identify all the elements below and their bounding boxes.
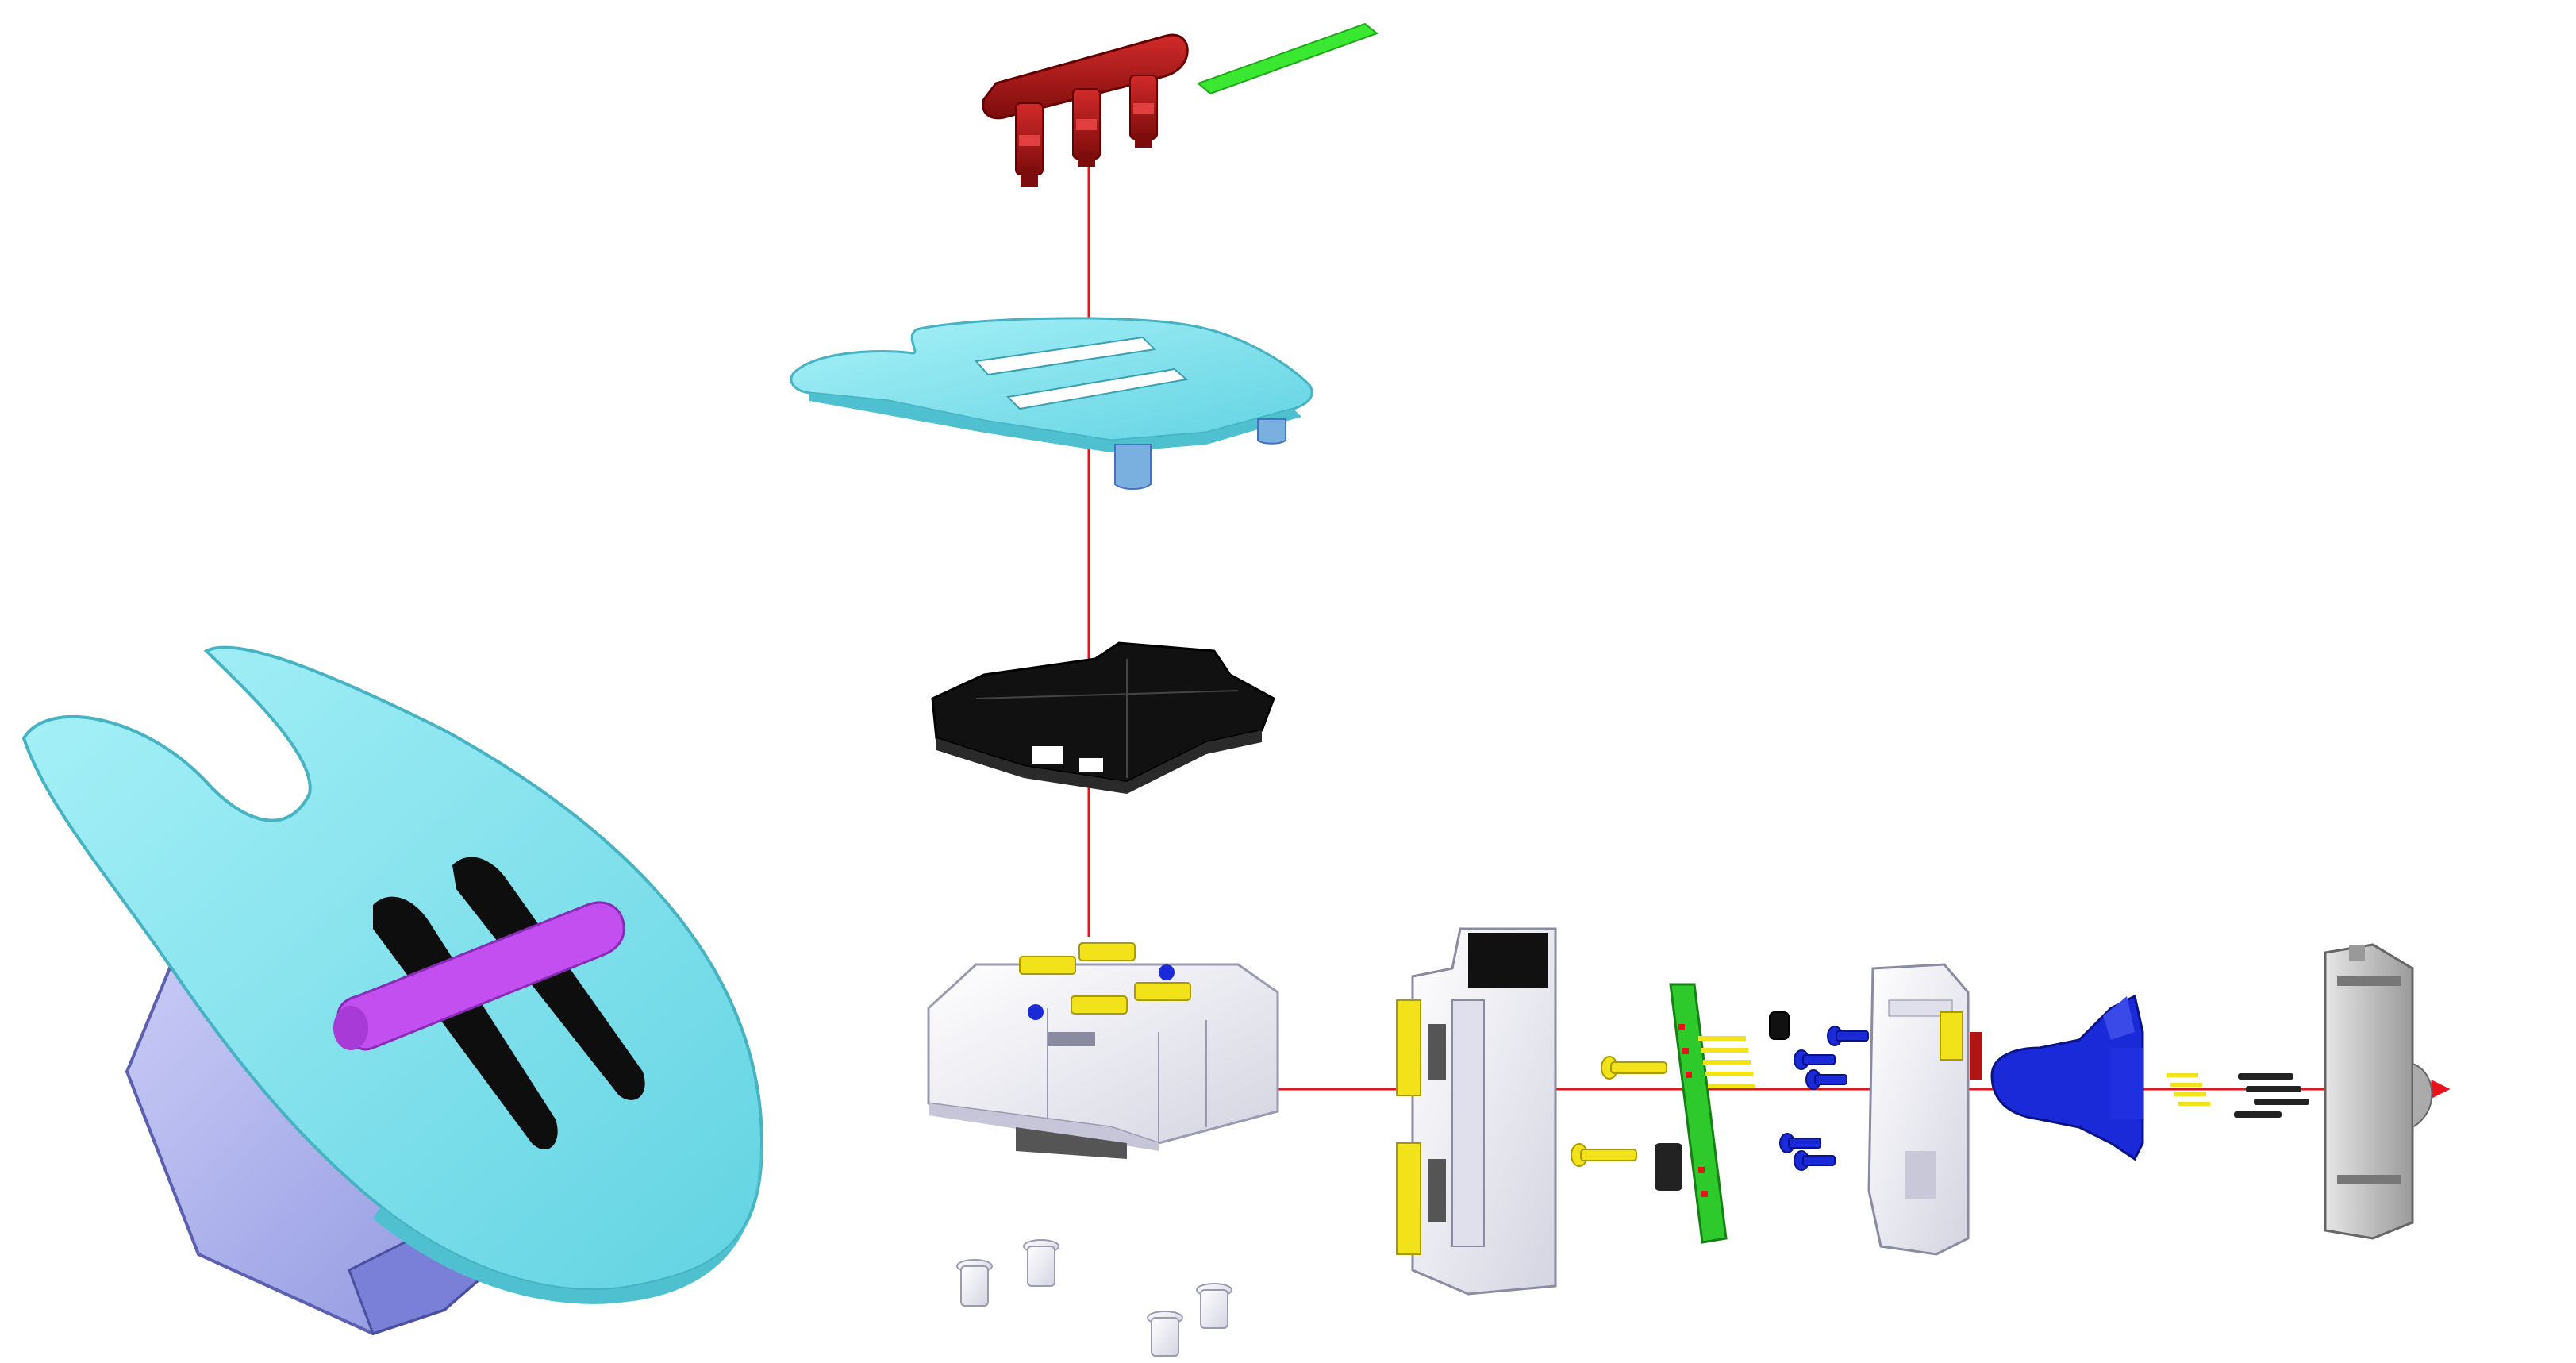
yellow-tab — [1019, 956, 1076, 975]
yellow-pins — [2167, 1073, 2210, 1106]
blue-bit — [1159, 964, 1175, 980]
rivets — [956, 1239, 1232, 1357]
terminal-yellow — [1940, 1011, 1963, 1061]
blue-screw — [1794, 1049, 1836, 1070]
plate-slot — [975, 336, 1157, 376]
yellow-tab — [1078, 942, 1136, 961]
yellow-screw — [1571, 1143, 1637, 1167]
slider-knob — [336, 901, 625, 1051]
assembled-switch — [21, 645, 764, 1336]
blue-screws — [1769, 1011, 1869, 1171]
rivet — [1196, 1283, 1232, 1329]
terminal-red-tab — [1970, 1032, 1982, 1080]
frame-notch — [1032, 746, 1063, 764]
cover-slot — [452, 857, 645, 1100]
yellow-screws — [1571, 1056, 1667, 1167]
pcb-component — [1655, 1143, 1682, 1191]
plate-peg — [1257, 418, 1286, 445]
yellow-screw — [1601, 1056, 1667, 1080]
blue-bit — [1028, 1004, 1044, 1020]
slider-knob-end — [333, 1006, 368, 1050]
blue-screw — [1779, 1133, 1821, 1153]
cover-edge — [373, 1143, 762, 1304]
switch-block — [927, 942, 1279, 1159]
yellow-side-clip — [1396, 999, 1421, 1096]
pcb — [1655, 983, 1755, 1244]
black-contacts — [2234, 1073, 2309, 1118]
green-light-guide — [1197, 22, 1379, 95]
cover-slot — [373, 896, 558, 1150]
red-keycap — [982, 33, 1189, 187]
pcb-leds — [1678, 1024, 1708, 1197]
frame-notch — [1079, 758, 1103, 772]
blue-screw — [1805, 1069, 1847, 1090]
rivet — [956, 1259, 993, 1307]
keycap-post — [1072, 88, 1101, 167]
yellow-tab — [1071, 995, 1128, 1015]
yellow-side-clip — [1396, 1142, 1421, 1255]
blue-actuator — [1990, 994, 2144, 1161]
cyan-cover-plate — [790, 317, 1313, 490]
rivet — [1147, 1311, 1183, 1357]
grey-rear-housing — [2324, 943, 2433, 1240]
blue-screw — [1794, 1150, 1836, 1171]
blue-screw — [1827, 1026, 1869, 1046]
pcb-pins — [1698, 1036, 1755, 1088]
keycap-post — [1129, 75, 1158, 148]
rivet — [1023, 1239, 1059, 1287]
keycap-post — [1015, 102, 1044, 187]
black-frame — [931, 641, 1275, 794]
terminal-module — [1867, 963, 1982, 1256]
plate-peg — [1114, 444, 1152, 490]
explosion-lines — [1087, 151, 2451, 1099]
yellow-tab — [1134, 982, 1191, 1001]
black-knob — [1769, 1011, 1790, 1040]
cover-plate — [21, 645, 764, 1292]
white-connector-housing — [1396, 927, 1557, 1296]
plate-slot — [1005, 368, 1189, 410]
